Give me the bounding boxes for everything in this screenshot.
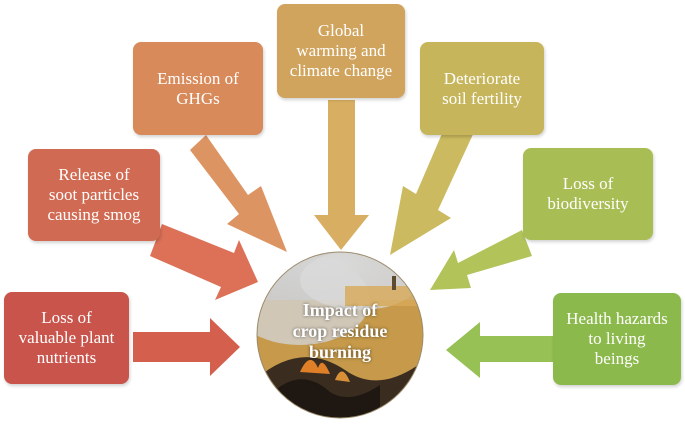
box-global-warming-label: Global warming and climate change (289, 21, 393, 80)
box-global-warming: Global warming and climate change (277, 4, 405, 98)
arrow-ghg (190, 135, 287, 252)
center-circle-border (256, 251, 424, 419)
arrow-health (446, 322, 555, 378)
box-health-hazards: Health hazards to living beings (553, 293, 681, 385)
arrow-soot (150, 224, 258, 300)
box-loss-of-biodiversity: Loss of biodiversity (523, 148, 653, 240)
arrow-warming (314, 100, 369, 250)
box-loss-of-biodiversity-label: Loss of biodiversity (547, 174, 629, 213)
box-deteriorate-soil: Deteriorate soil fertility (420, 42, 544, 135)
arrow-soil (390, 115, 475, 255)
box-release-of-soot: Release of soot particles causing smog (28, 149, 160, 241)
box-loss-of-nutrients-label: Loss of valuable plant nutrients (18, 308, 115, 367)
arrow-nutrients (133, 318, 240, 376)
center-title: Impact of crop residue burning (292, 300, 388, 362)
arrow-biodiversity (430, 230, 532, 290)
box-emission-of-ghgs-label: Emission of GHGs (157, 68, 239, 108)
box-deteriorate-soil-label: Deteriorate soil fertility (442, 68, 522, 108)
box-loss-of-nutrients: Loss of valuable plant nutrients (4, 292, 129, 384)
box-release-of-soot-label: Release of soot particles causing smog (47, 165, 141, 224)
box-health-hazards-label: Health hazards to living beings (566, 309, 668, 368)
box-emission-of-ghgs: Emission of GHGs (133, 42, 263, 135)
